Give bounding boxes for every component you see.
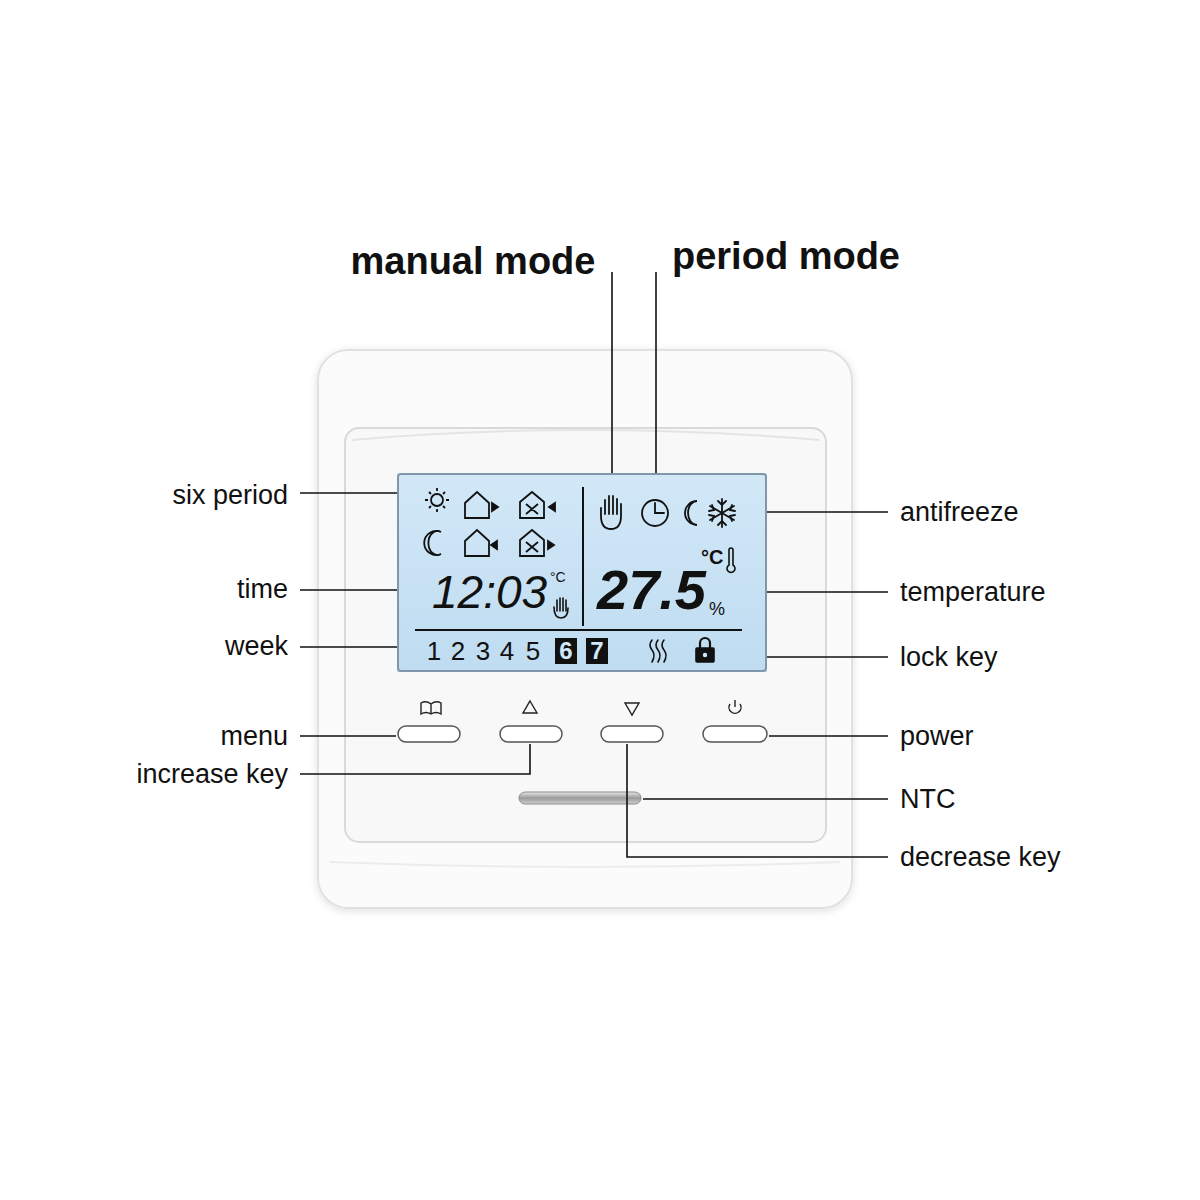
lcd-dividers xyxy=(415,487,742,630)
status-icons-part xyxy=(650,640,666,662)
device-housing xyxy=(318,350,852,908)
leader-lines-part xyxy=(655,272,657,494)
weekday-number: 7 xyxy=(590,637,603,664)
leader-lines-part xyxy=(627,744,888,857)
callout-label: menu xyxy=(220,723,288,750)
callout-label: increase key xyxy=(136,761,288,788)
unit-symbol: °C xyxy=(701,547,723,567)
lcd-dividers-part xyxy=(415,629,742,631)
mode-icons-part xyxy=(601,504,621,529)
status-icons-part xyxy=(703,653,707,657)
period-icons-part xyxy=(491,541,497,549)
period-icons-part xyxy=(431,494,443,506)
period-icons-part xyxy=(520,530,544,556)
weekday-number: 5 xyxy=(526,638,540,664)
weekday-number: 4 xyxy=(500,638,514,664)
mode-icons-part xyxy=(642,500,668,526)
period-icons-part xyxy=(520,492,544,518)
status-icons-part xyxy=(554,598,568,618)
leader-lines-part xyxy=(611,272,613,480)
callout-label: decrease key xyxy=(900,844,1061,871)
temperature-readout: 27.5 xyxy=(597,562,706,618)
unit-symbol: % xyxy=(709,600,725,618)
period-icons-part xyxy=(465,530,489,556)
status-icons xyxy=(554,548,735,662)
mode-icons-part xyxy=(685,501,697,525)
period-icons-part xyxy=(424,531,441,555)
mode-icons xyxy=(601,496,735,529)
device-housing-part xyxy=(352,430,820,440)
status-icons-part xyxy=(696,648,714,662)
mode-title: manual mode xyxy=(351,242,596,280)
callout-label: six period xyxy=(172,482,288,509)
button-icons xyxy=(421,700,741,715)
device-housing-part xyxy=(330,862,840,867)
time-readout: 12:03 xyxy=(432,569,547,615)
leader-lines xyxy=(300,272,888,857)
callout-label: time xyxy=(237,576,288,603)
mode-icons-part xyxy=(605,496,617,514)
weekday-highlight: 6 xyxy=(555,638,576,664)
button-icons-part xyxy=(523,701,537,713)
weekday-highlight: 7 xyxy=(586,638,607,664)
period-icons-part xyxy=(492,503,498,511)
status-icons-part xyxy=(727,548,735,572)
button-icons-part xyxy=(625,703,639,715)
leader-lines-part xyxy=(300,735,396,737)
leader-lines-part xyxy=(300,744,530,774)
mode-icons-part xyxy=(655,503,664,513)
weekday-number: 3 xyxy=(476,638,490,664)
button-row-part xyxy=(500,726,562,742)
mode-title: period mode xyxy=(672,237,900,275)
callout-label: lock key xyxy=(900,644,998,671)
weekday-number: 6 xyxy=(559,637,572,664)
period-icons-part xyxy=(549,503,555,511)
ntc-sensor-slot xyxy=(519,792,641,804)
lcd-frame xyxy=(398,474,766,671)
button-icons-part xyxy=(421,702,441,714)
period-icons-part xyxy=(425,488,449,512)
mode-icons-part xyxy=(709,501,735,525)
button-row-part xyxy=(601,726,663,742)
callout-label: power xyxy=(900,723,974,750)
leader-lines-part xyxy=(643,798,888,800)
callout-label: NTC xyxy=(900,786,956,813)
callout-label: week xyxy=(225,633,288,660)
device-housing-part xyxy=(345,428,826,842)
lcd-screen: 12:03°C27.5°C%1234567 xyxy=(397,473,767,672)
button-row-part xyxy=(398,726,460,742)
callout-label: antifreeze xyxy=(900,499,1019,526)
weekday-number: 2 xyxy=(451,638,465,664)
callout-label: temperature xyxy=(900,579,1046,606)
period-icons xyxy=(424,488,555,556)
status-icons-part xyxy=(700,638,710,648)
mode-icons-part xyxy=(710,499,734,527)
button-row xyxy=(398,726,767,742)
period-icons-part xyxy=(548,541,554,549)
device-housing-part xyxy=(318,350,852,908)
weekday-number: 1 xyxy=(427,638,441,664)
period-icons-part xyxy=(465,492,489,518)
button-icons-part xyxy=(729,700,741,713)
button-row-part xyxy=(703,726,767,742)
lcd-dividers-part xyxy=(582,487,584,626)
unit-symbol: °C xyxy=(550,570,566,584)
leader-lines-part xyxy=(769,735,888,737)
